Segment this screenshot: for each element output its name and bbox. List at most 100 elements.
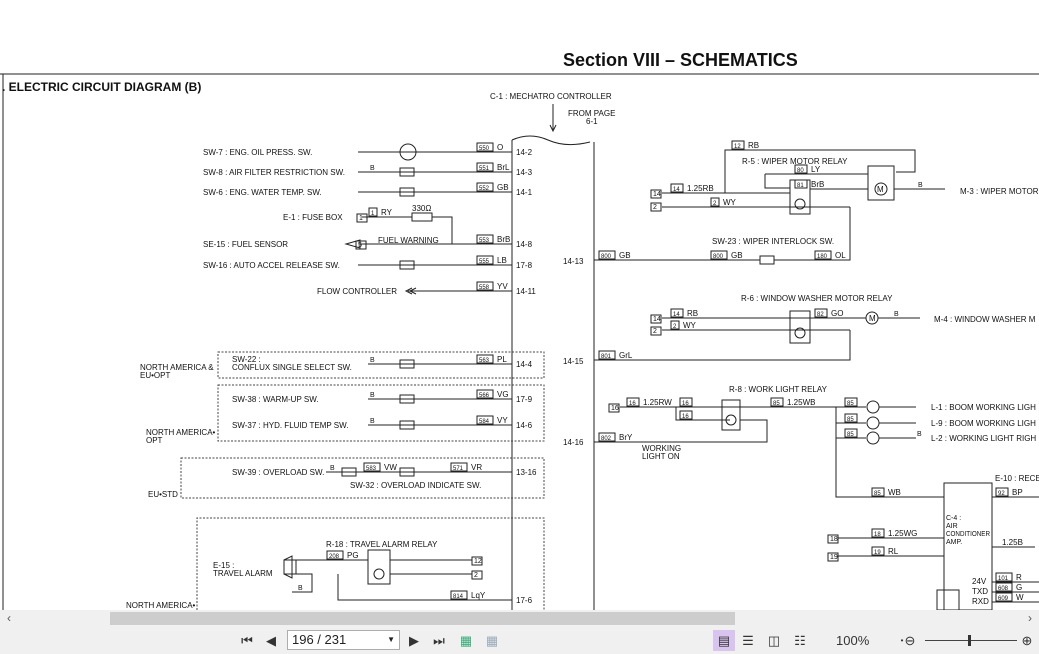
ground-wire-label: B bbox=[370, 357, 375, 364]
label-l1: L-1 : BOOM WORKING LIGH bbox=[931, 403, 1036, 412]
label-sw23: SW-23 : WIPER INTERLOCK SW. bbox=[712, 237, 834, 246]
scroll-thumb[interactable] bbox=[110, 612, 735, 625]
controller-pin-label: 14-4 bbox=[516, 360, 533, 369]
wire-tag-box bbox=[995, 582, 1013, 592]
wire-color-code: 1.25WB bbox=[787, 398, 815, 407]
wire-tag-box bbox=[844, 428, 858, 438]
wire-color-code: VY bbox=[497, 416, 508, 425]
wire-tag-number: 18 bbox=[874, 532, 881, 538]
ground-wire-label: B bbox=[370, 418, 375, 425]
controller-pin-label: 13-16 bbox=[516, 468, 537, 477]
horizontal-scrollbar[interactable]: ‹ › bbox=[0, 610, 1039, 627]
wire-tag-number: 555 bbox=[479, 259, 490, 265]
wire-tag-box bbox=[476, 255, 494, 265]
wire-tag-number: 571 bbox=[453, 466, 464, 472]
wire-color-code: 1.25WG bbox=[888, 529, 917, 538]
wire-tag-number: 80 bbox=[797, 168, 804, 174]
connector-pin: 18 bbox=[830, 536, 838, 543]
label-wl_b: LIGHT ON bbox=[642, 452, 680, 461]
zoom-slider[interactable] bbox=[925, 640, 1017, 641]
motor-symbol-label: M bbox=[877, 185, 884, 194]
wire-color-code: VW bbox=[384, 463, 397, 472]
label-resistor: 330Ω bbox=[412, 204, 431, 213]
wire-tag-box bbox=[476, 162, 494, 172]
connector-pin: 19 bbox=[830, 554, 838, 561]
wire-tag-box bbox=[670, 320, 680, 330]
zoom-level[interactable]: 100% bbox=[836, 633, 870, 648]
label-sw37: SW-37 : HYD. FLUID TEMP SW. bbox=[232, 421, 348, 430]
wire-tag-number: 566 bbox=[479, 393, 490, 399]
controller-pin-label: 14-11 bbox=[516, 287, 536, 296]
wire-tag-box bbox=[598, 350, 616, 360]
label-eu_std: EU•STD bbox=[148, 490, 178, 499]
wire-tag-box bbox=[598, 250, 616, 260]
wire-tag-box bbox=[827, 552, 839, 562]
wire-tag-box bbox=[814, 250, 832, 260]
last-page-icon[interactable]: ⏭ bbox=[433, 632, 445, 648]
label-r6: R-6 : WINDOW WASHER MOTOR RELAY bbox=[741, 294, 893, 303]
wire-color-code: VR bbox=[471, 463, 482, 472]
wire-color-code: G bbox=[1016, 583, 1022, 592]
connector-pin: 2 bbox=[653, 204, 657, 211]
wire-tag-number: 2 bbox=[673, 324, 677, 330]
wire-tag-box bbox=[731, 140, 745, 150]
controller-pin-label: 14-3 bbox=[516, 168, 533, 177]
label-from_page: FROM PAGE bbox=[568, 109, 615, 118]
previous-view-icon[interactable]: ▦ bbox=[459, 632, 473, 648]
wire-tag-number: 208 bbox=[329, 554, 340, 560]
wire-tag-box bbox=[476, 354, 494, 364]
controller-pin-label: 14-13 bbox=[563, 257, 584, 266]
wire-color-code: GO bbox=[831, 309, 843, 318]
wire-tag-box bbox=[844, 397, 858, 407]
label-sw22a: SW-22 : bbox=[232, 355, 261, 364]
page-number-value: 196 / 231 bbox=[292, 632, 347, 647]
controller-pin-label: 14-6 bbox=[516, 421, 533, 430]
label-m4: M-4 : WINDOW WASHER M bbox=[934, 315, 1036, 324]
wire-color-code: GrL bbox=[619, 351, 633, 360]
label-sw32: SW-32 : OVERLOAD INDICATE SW. bbox=[350, 481, 481, 490]
label-sw16: SW-16 : AUTO ACCEL RELEASE SW. bbox=[203, 261, 340, 270]
next-page-icon[interactable]: ▶ bbox=[409, 632, 419, 648]
label-na_opt_b: OPT bbox=[146, 436, 163, 445]
ground-wire-label: B bbox=[894, 311, 899, 318]
wire-tag-box bbox=[770, 397, 784, 407]
next-view-icon[interactable]: ▦ bbox=[485, 632, 499, 648]
page-number-input[interactable]: 196 / 231 ▼ bbox=[287, 630, 400, 650]
facing-view-icon[interactable]: ◫ bbox=[767, 632, 781, 648]
wire-color-code: WY bbox=[683, 321, 697, 330]
continuous-facing-view-icon[interactable]: ☷ bbox=[794, 632, 806, 648]
connector-pin: 2 bbox=[474, 572, 478, 579]
single-page-view-icon[interactable]: ▤ bbox=[713, 630, 735, 651]
scroll-right-icon[interactable]: › bbox=[1028, 611, 1032, 625]
prev-page-icon[interactable]: ◀ bbox=[266, 632, 276, 648]
wire-tag-number: 92 bbox=[998, 491, 1005, 497]
wire-tag-box bbox=[471, 570, 483, 580]
scroll-left-icon[interactable]: ‹ bbox=[7, 611, 11, 625]
wire-tag-box bbox=[450, 590, 468, 600]
controller-pin-label: 14-1 bbox=[516, 188, 533, 197]
connector-pin: 16 bbox=[611, 405, 619, 412]
section-title: Section VIII – SCHEMATICS bbox=[563, 50, 798, 70]
wire-tag-box bbox=[679, 397, 693, 407]
chevron-down-icon[interactable]: ▼ bbox=[387, 635, 395, 644]
zoom-dropdown-icon[interactable]: • bbox=[900, 636, 904, 645]
first-page-icon[interactable]: ⏮ bbox=[241, 632, 253, 648]
wire-color-code: YV bbox=[497, 282, 508, 291]
label-r18: R-18 : TRAVEL ALARM RELAY bbox=[326, 540, 438, 549]
wire-color-code: LqY bbox=[471, 591, 486, 600]
connector-pin: 14 bbox=[653, 191, 661, 198]
connector-pin: 5 bbox=[358, 242, 362, 249]
viewer-toolbar: ⏮ ◀ 196 / 231▼ ▶ ⏭ ▦ ▦ ▤ ☰ ◫ ☷ 100% • ⊖ … bbox=[0, 627, 1039, 654]
wire-tag-number: 551 bbox=[479, 166, 490, 172]
zoom-out-icon[interactable]: ⊖ bbox=[904, 632, 916, 648]
label-r5: R-5 : WIPER MOTOR RELAY bbox=[742, 157, 848, 166]
continuous-view-icon[interactable]: ☰ bbox=[742, 632, 754, 648]
wire-tag-number: 85 bbox=[847, 432, 854, 438]
zoom-slider-thumb[interactable] bbox=[968, 635, 971, 646]
scroll-track[interactable] bbox=[20, 612, 1021, 625]
wire-tag-box bbox=[995, 487, 1009, 497]
wire-tag-box bbox=[450, 462, 468, 472]
wire-tag-number: 558 bbox=[479, 285, 490, 291]
zoom-in-icon[interactable]: ⊕ bbox=[1021, 632, 1033, 648]
